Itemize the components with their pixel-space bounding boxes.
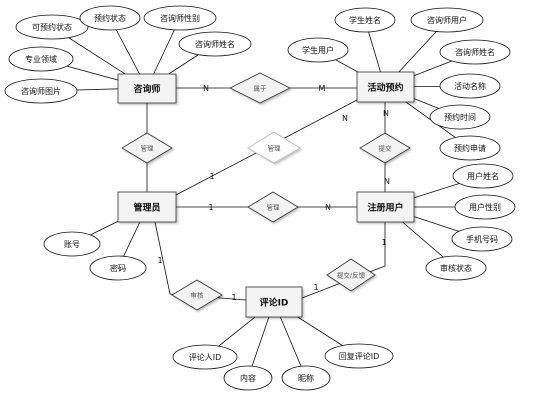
attribute-label: 密码 (110, 263, 126, 273)
relationship-belongs-to-label: 属于 (254, 85, 268, 93)
attribute-label: 预约时间 (444, 112, 476, 122)
relationship-submit-label: 提交 (379, 144, 393, 153)
attribute-label: 学生用户 (302, 45, 334, 55)
entity-registered-user: 注册用户 (356, 191, 415, 223)
cardinality-label: 1 (157, 256, 162, 265)
relationship-submit-feedback: 提交/反馈 (326, 258, 376, 292)
attribute-label: 预约状态 (94, 13, 126, 23)
cardinality-label: 1 (209, 172, 214, 181)
attribute-label: 咨询师用户 (427, 15, 467, 25)
relationship-manage-user-label: 管理 (267, 203, 281, 212)
attribute-label: 内容 (240, 373, 256, 383)
attribute-label: 手机号码 (466, 234, 498, 244)
relationship-manage-user: 管理 (247, 191, 299, 223)
attribute-label: 专业领域 (25, 54, 57, 64)
cardinality-labels: N M 1 N N N 1 N 1 1 1 1 (157, 84, 390, 302)
relationship-belongs-to: 属于 (229, 72, 291, 104)
entity-admin: 管理员 (117, 191, 177, 223)
attribute-label: 用户姓名 (467, 171, 499, 181)
attributes-admin: 账号 密码 (43, 231, 147, 281)
attribute-label: 学生姓名 (349, 15, 381, 25)
cardinality-label: 1 (231, 293, 236, 302)
cardinality-label: 1 (381, 238, 386, 247)
relationship-manage-activity-label: 管理 (268, 144, 282, 153)
attribute-label: 咨询师性别 (160, 13, 200, 23)
attribute-label: 咨询师姓名 (195, 39, 235, 49)
entity-admin-label: 管理员 (133, 202, 160, 214)
attributes-registered-user: 用户姓名 用户性别 手机号码 审核状态 (425, 163, 516, 281)
relationship-submit-feedback-label: 提交/反馈 (337, 271, 366, 280)
relationship-review: 审核 (171, 279, 223, 311)
cardinality-label: 1 (313, 283, 318, 292)
relationship-manage-counselor-label: 管理 (141, 144, 155, 153)
entity-counselor-label: 咨询师 (133, 83, 160, 95)
entity-activity-booking: 活动预约 (356, 71, 415, 103)
relationship-review-label: 审核 (191, 291, 205, 300)
cardinality-label: N (383, 109, 389, 118)
relationship-submit: 提交 (359, 132, 411, 164)
entity-registered-user-label: 注册用户 (367, 202, 403, 214)
cardinality-label: N (342, 114, 348, 123)
attribute-label: 咨询师姓名 (455, 47, 495, 57)
attribute-label: 评论人ID (189, 352, 222, 362)
cardinality-label: 1 (208, 203, 213, 212)
attributes-activity-booking: 学生姓名 咨询师用户 学生用户 咨询师姓名 活动名称 预约时间 预约申请 (287, 7, 511, 161)
attribute-label: 用户性别 (469, 202, 501, 212)
relationship-manage-activity: 管理 (247, 131, 301, 164)
attribute-label: 咨询师图片 (21, 86, 61, 96)
relationship-manage-counselor: 管理 (121, 132, 173, 164)
entity-comment-id: 评论ID (245, 286, 303, 318)
cardinality-label: M (319, 84, 326, 93)
attribute-label: 审核状态 (440, 263, 472, 273)
entity-activity-booking-label: 活动预约 (367, 82, 403, 94)
cardinality-label: N (203, 84, 209, 93)
attribute-label: 账号 (64, 240, 80, 249)
attributes-counselor: 可预约状态 预约状态 咨询师性别 咨询师姓名 专业领域 咨询师图片 (4, 5, 252, 104)
attribute-label: 回复评论ID (339, 351, 380, 361)
attribute-label: 预约申请 (454, 143, 486, 153)
attributes-comment-id: 评论人ID 内容 昵称 回复评论ID (172, 343, 394, 391)
attribute-label: 活动名称 (454, 81, 486, 91)
entity-counselor: 咨询师 (117, 73, 177, 104)
cardinality-label: N (325, 203, 331, 212)
attribute-label: 可预约状态 (32, 22, 72, 32)
entity-comment-id-label: 评论ID (260, 297, 289, 309)
attribute-label: 昵称 (298, 373, 314, 383)
cardinality-label: N (384, 177, 390, 186)
